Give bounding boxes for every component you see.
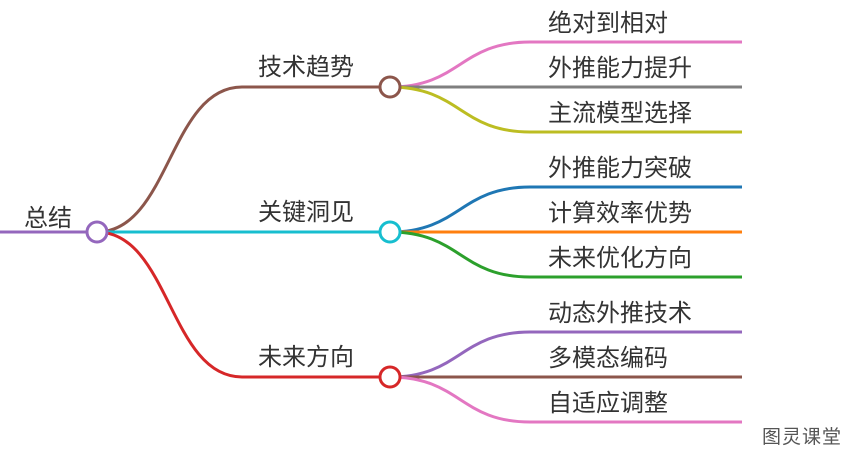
branch-edge	[95, 85, 382, 234]
branch-edge	[95, 230, 382, 379]
leaf-label: 绝对到相对	[548, 9, 668, 37]
leaf-edge	[389, 40, 742, 89]
branch-node-circle	[378, 365, 402, 389]
leaf-edge	[389, 85, 742, 134]
leaf-label: 计算效率优势	[548, 199, 692, 227]
leaf-label: 外推能力提升	[548, 54, 692, 82]
leaf-label: 主流模型选择	[548, 99, 692, 127]
leaf-edge	[389, 230, 742, 279]
leaf-label: 未来优化方向	[548, 244, 692, 272]
leaf-label: 动态外推技术	[548, 299, 692, 327]
watermark: 图灵课堂	[761, 426, 842, 448]
root-node-circle	[85, 220, 109, 244]
leaf-label: 外推能力突破	[548, 154, 692, 182]
leaf-label: 自适应调整	[548, 389, 668, 417]
branch-label-future-direction: 未来方向	[258, 343, 354, 371]
branch-label-tech-trend: 技术趋势	[258, 53, 354, 81]
leaf-edge	[389, 375, 742, 424]
leaf-edge	[389, 330, 742, 379]
branch-label-key-insight: 关键洞见	[258, 198, 354, 226]
root-node-label: 总结	[24, 204, 72, 232]
branch-node-circle	[378, 220, 402, 244]
branch-node-circle	[378, 75, 402, 99]
leaf-label: 多模态编码	[548, 344, 668, 372]
leaf-edge	[389, 185, 742, 234]
